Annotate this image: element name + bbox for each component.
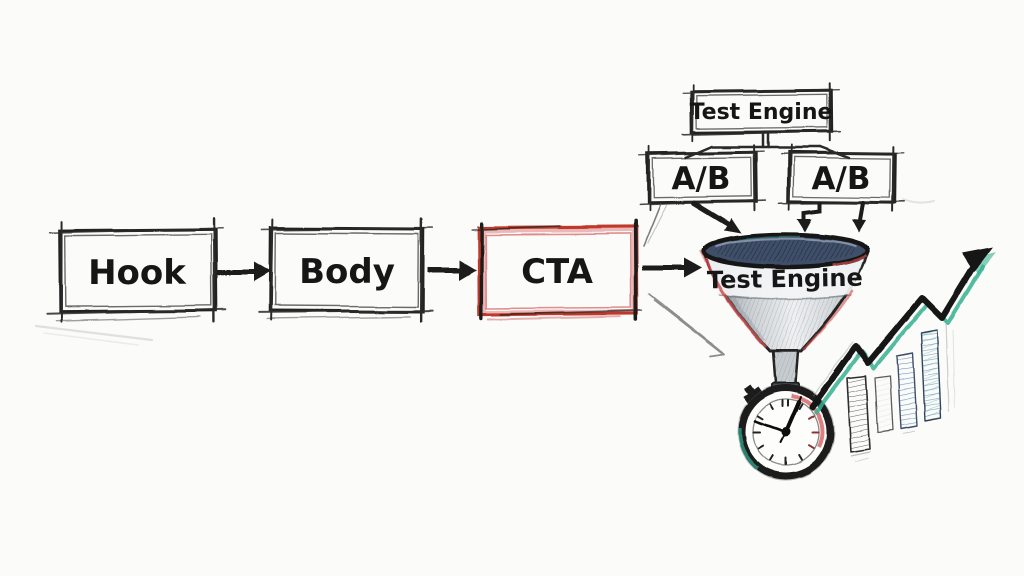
ab-box-left-label: A/B	[672, 161, 731, 197]
stopwatch-teal-rim-accent	[738, 427, 760, 470]
ab-box-left-sketch-strokes	[638, 144, 767, 212]
flow-box-cta-sketch-strokes	[470, 219, 644, 322]
growth-arrow-line	[809, 256, 981, 410]
funnel-rim-highlight	[714, 238, 857, 248]
line-ab-left-to-cta	[643, 203, 668, 247]
flow-box-cta	[470, 219, 644, 322]
funnel-spout-hatch	[773, 351, 798, 389]
flow-box-hook-label: Hook	[88, 253, 187, 293]
flow-box-body-inner-border	[275, 231, 419, 308]
ab-box-left-inner-border	[652, 156, 752, 199]
flow-box-cta-inner-border	[484, 233, 633, 310]
flow-box-hook-inner-border	[63, 233, 213, 309]
bar-2	[874, 375, 894, 433]
ab-box-left	[638, 144, 767, 212]
arrow-ab-right-to-funnel-1	[797, 201, 822, 232]
flow-box-hook-sketch-strokes	[46, 217, 228, 324]
test-engine-controller-sketch-strokes	[682, 82, 843, 142]
flow-box-body-label: Body	[299, 252, 395, 292]
arrow-hook-to-body	[217, 262, 271, 282]
flow-box-cta-label: CTA	[521, 252, 594, 292]
flow-box-hook	[46, 217, 228, 324]
hour-hand	[753, 419, 788, 434]
growth-arrow-head	[962, 247, 993, 272]
flow-box-body-sketch-strokes	[258, 217, 434, 323]
arrow-cta-to-funnel	[642, 258, 702, 278]
labels: Hook Body CTA Test Engine A/B A/B Test E…	[88, 100, 870, 294]
growth-arrow	[809, 247, 996, 414]
bar-sketch-echoes	[850, 319, 956, 463]
growth-chart-icon	[809, 247, 996, 463]
arrow-ab-right-to-funnel-2	[852, 201, 866, 232]
test-engine-controller-label: Test Engine	[690, 100, 833, 125]
funnel-icon	[699, 232, 870, 392]
flow-box-body	[258, 217, 434, 323]
bar-1	[846, 375, 871, 453]
connector-controller-to-variants	[684, 130, 851, 160]
minute-hand	[784, 400, 801, 434]
arrow-body-to-cta	[428, 260, 477, 280]
ab-box-right-sketch-strokes	[777, 144, 906, 213]
funnel-band-edge	[718, 294, 852, 300]
stopwatch-side-button	[743, 384, 763, 404]
test-engine-controller-inner-border	[696, 93, 828, 130]
bar-4-teal-overlay	[921, 330, 941, 421]
flow-arrows	[217, 258, 702, 282]
funnel-rim-hatch	[714, 240, 857, 262]
pencil-smudges	[34, 198, 935, 346]
ab-box-right-label: A/B	[812, 161, 871, 197]
arrow-ab-left-to-funnel	[691, 200, 741, 233]
stopwatch-center-pin	[781, 427, 791, 437]
stopwatch-ticks	[752, 399, 820, 465]
funnel-label: Test Engine	[707, 264, 863, 295]
arrow-cta-to-stopwatch	[648, 293, 725, 357]
stopwatch-outer-echo	[737, 383, 835, 481]
ab-box-right	[777, 144, 906, 213]
stopwatch-icon	[737, 382, 835, 481]
growth-chart-bars	[846, 319, 956, 463]
growth-arrow-teal-shadow	[814, 264, 985, 414]
ab-box-right-inner-border	[792, 156, 892, 199]
funnel-rim-teal-accent	[739, 236, 801, 241]
bar-3	[896, 352, 918, 430]
